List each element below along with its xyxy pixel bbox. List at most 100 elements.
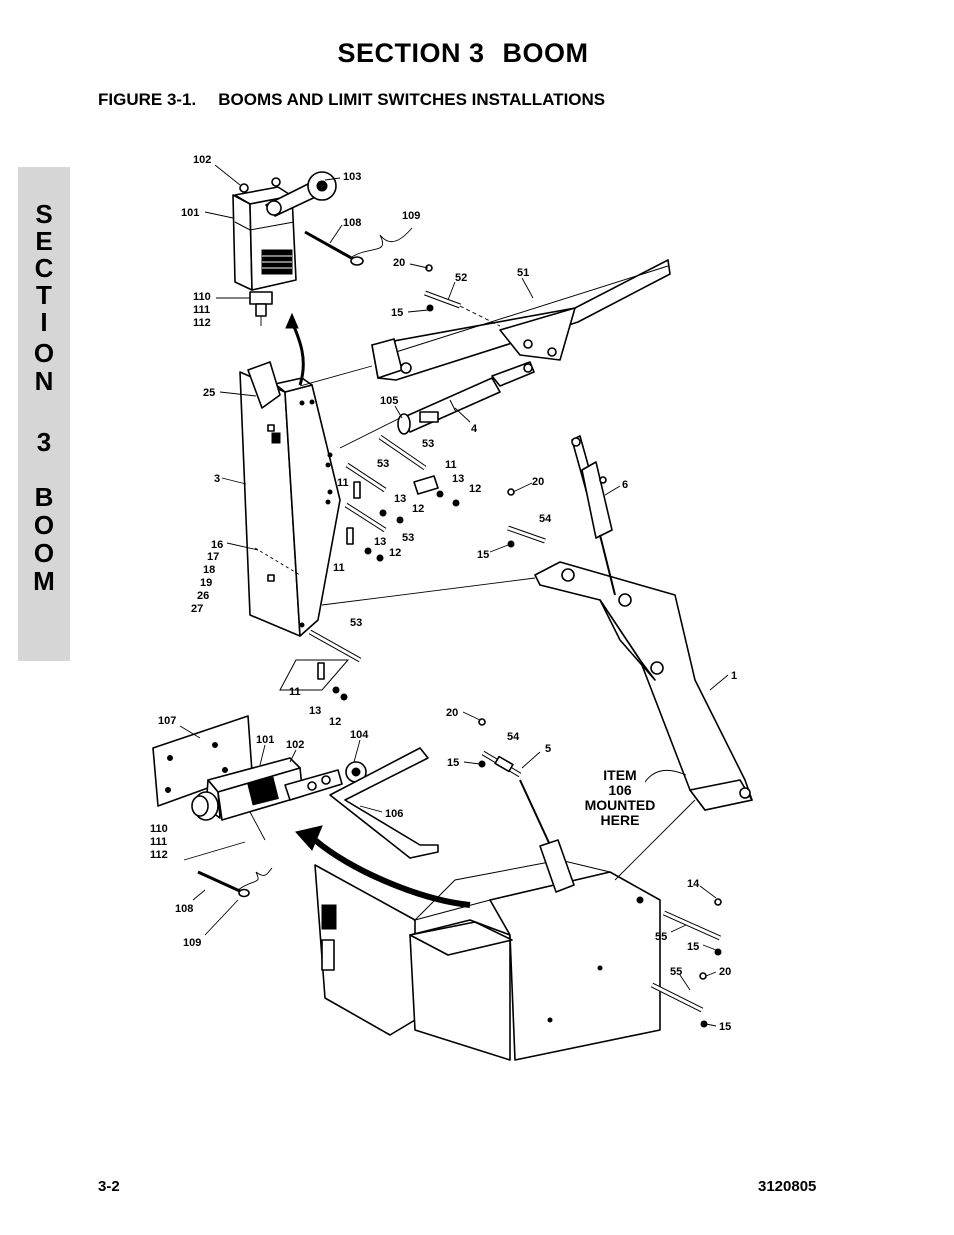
callout-label: 25	[203, 387, 215, 399]
callout-label: 12	[412, 503, 424, 515]
callout-label: 54	[507, 731, 520, 743]
side-tab-letter: 3	[36, 427, 52, 457]
note-line: HERE	[601, 812, 640, 828]
side-tab-letter: M	[33, 566, 55, 596]
lower-boom	[321, 435, 753, 811]
callout-label: 15	[687, 941, 699, 953]
callout-label: 20	[393, 257, 405, 269]
callout-label: 53	[402, 532, 414, 544]
note-line: MOUNTED	[585, 797, 656, 813]
side-tab-letter: O	[33, 510, 55, 540]
note-line: ITEM	[603, 767, 636, 783]
callout-label: 106	[385, 808, 403, 820]
section-side-tab: S E C T I O N 3 B O O M	[18, 167, 70, 661]
callout-label: 108	[175, 903, 193, 915]
callout-label: 6	[622, 479, 628, 491]
callout-label: 15	[447, 757, 459, 769]
callout-label: 18	[203, 564, 215, 576]
callout-label: 20	[719, 966, 731, 978]
section-label: SECTION 3	[337, 38, 485, 68]
callout-label: 111	[150, 836, 167, 848]
callout-label: 53	[377, 458, 389, 470]
callout-label: 110	[150, 823, 168, 835]
callout-label: 13	[394, 493, 406, 505]
callout-label: 5	[545, 743, 551, 755]
callout-label: 12	[389, 547, 401, 559]
pivot-pins-and-brackets	[279, 434, 460, 701]
callout-leaders	[179, 164, 729, 1027]
callout-label: 11	[333, 562, 345, 574]
side-tab-letter: B	[34, 482, 54, 512]
callout-label: 15	[391, 307, 403, 319]
figure-caption: BOOMS AND LIMIT SWITCHES INSTALLATIONS	[218, 90, 606, 109]
figure-number: FIGURE 3-1.	[98, 90, 197, 109]
callout-label: 109	[402, 210, 420, 222]
callout-label: 52	[455, 272, 467, 284]
callout-label: 111	[193, 304, 210, 316]
callout-label: 3	[214, 473, 220, 485]
side-tab-letter: T	[36, 280, 52, 310]
callout-label: 1	[731, 670, 737, 682]
callout-label: 17	[207, 551, 219, 563]
callout-label: 20	[532, 476, 544, 488]
page-number: 3-2	[98, 1178, 120, 1195]
callout-label: 20	[446, 707, 458, 719]
section-title: SECTION 3 BOOM	[0, 38, 926, 69]
callout-label: 16	[211, 539, 223, 551]
mounting-note: ITEM 106 MOUNTED HERE	[585, 767, 687, 828]
document-number: 3120805	[758, 1178, 817, 1195]
callout-label: 4	[471, 423, 478, 435]
callout-label: 112	[150, 849, 168, 861]
callout-label: 13	[452, 473, 464, 485]
callout-label: 55	[655, 931, 667, 943]
platform-basket	[314, 718, 722, 1061]
callout-labels: 102 103 101 108 109 110 111 112 20 52 51…	[150, 154, 737, 1033]
note-line: 106	[608, 782, 632, 798]
callout-label: 107	[158, 715, 176, 727]
callout-label: 11	[445, 459, 457, 471]
callout-label: 103	[343, 171, 361, 183]
callout-label: 15	[719, 1021, 731, 1033]
callout-label: 110	[193, 291, 211, 303]
side-tab-letter: O	[33, 538, 55, 568]
upright-tower	[239, 312, 401, 637]
callout-label: 53	[350, 617, 362, 629]
callout-label: 109	[183, 937, 201, 949]
callout-label: 12	[329, 716, 341, 728]
callout-label: 108	[343, 217, 361, 229]
lower-limit-switch	[152, 715, 471, 908]
callout-label: 11	[289, 686, 301, 698]
callout-label: 11	[337, 477, 349, 489]
upper-limit-switch	[232, 171, 413, 326]
callout-label: 19	[200, 577, 212, 589]
section-name: BOOM	[502, 38, 589, 68]
callout-label: 51	[517, 267, 529, 279]
upper-boom	[371, 259, 671, 381]
side-tab-letter: E	[35, 226, 53, 256]
callout-label: 104	[350, 729, 369, 741]
side-tab-letter: N	[34, 366, 54, 396]
callout-label: 105	[380, 395, 398, 407]
side-tab-letter: C	[34, 253, 54, 283]
callout-label: 102	[286, 739, 304, 751]
callout-label: 53	[422, 438, 434, 450]
callout-label: 101	[181, 207, 199, 219]
callout-label: 13	[374, 536, 386, 548]
side-tab-letter: O	[33, 338, 55, 368]
callout-label: 102	[193, 154, 211, 166]
side-tab-letter: S	[35, 199, 53, 229]
callout-label: 55	[670, 966, 682, 978]
callout-label: 27	[191, 603, 203, 615]
callout-label: 26	[197, 590, 209, 602]
callout-label: 12	[469, 483, 481, 495]
callout-label: 13	[309, 705, 321, 717]
side-tab-letter: I	[40, 307, 48, 337]
callout-label: 112	[193, 317, 211, 329]
figure-title: FIGURE 3-1. BOOMS AND LIMIT SWITCHES INST…	[98, 90, 605, 110]
callout-label: 54	[539, 513, 552, 525]
callout-label: 15	[477, 549, 489, 561]
callout-label: 101	[256, 734, 274, 746]
slave-cylinder	[397, 361, 535, 435]
callout-label: 14	[687, 878, 700, 890]
